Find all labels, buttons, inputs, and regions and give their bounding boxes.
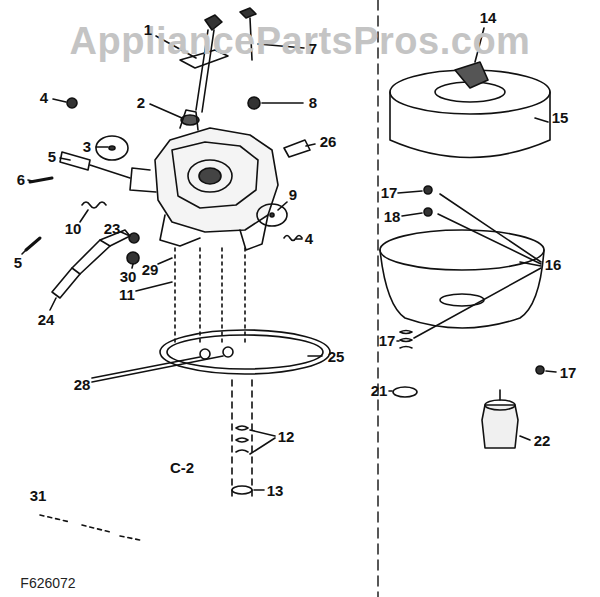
- callout-number: 17: [379, 333, 396, 350]
- callout-number: 9: [289, 187, 297, 204]
- callout-number: 3: [83, 139, 91, 156]
- callout-number: 4: [40, 90, 48, 107]
- callout-number: 14: [480, 10, 497, 27]
- callout-number: 8: [309, 95, 317, 112]
- watermark: AppliancePartsPros.com: [70, 21, 531, 63]
- callout-number: 26: [320, 134, 337, 151]
- figure-label: C-2: [170, 460, 194, 477]
- callout-number: 16: [545, 257, 562, 274]
- callout-number: 10: [65, 221, 82, 238]
- callout-number: 28: [74, 377, 91, 394]
- callout-number: 29: [142, 262, 159, 279]
- callout-number: 24: [38, 312, 55, 329]
- callout-number: 13: [267, 483, 284, 500]
- callout-number: 1: [144, 22, 152, 39]
- callout-number: 17: [381, 185, 398, 202]
- callout-number: 23: [104, 221, 121, 238]
- callout-number: 31: [30, 488, 47, 505]
- callout-number: 18: [384, 209, 401, 226]
- callout-number: 25: [328, 349, 345, 366]
- callout-number: 7: [309, 41, 317, 58]
- callout-number: 6: [17, 172, 25, 189]
- callout-number: 5: [48, 149, 56, 166]
- callout-number: 15: [552, 110, 569, 127]
- figure-code: F626072: [20, 576, 75, 591]
- callout-number: 17: [560, 365, 577, 382]
- callout-number: 22: [534, 433, 551, 450]
- callout-number: 2: [137, 95, 145, 112]
- callout-number: 5: [14, 255, 22, 272]
- callout-number: 12: [278, 429, 295, 446]
- callout-number: 11: [119, 287, 135, 304]
- callout-number: 30: [120, 269, 137, 286]
- callout-number: 21: [371, 383, 388, 400]
- callout-number: 4: [305, 231, 313, 248]
